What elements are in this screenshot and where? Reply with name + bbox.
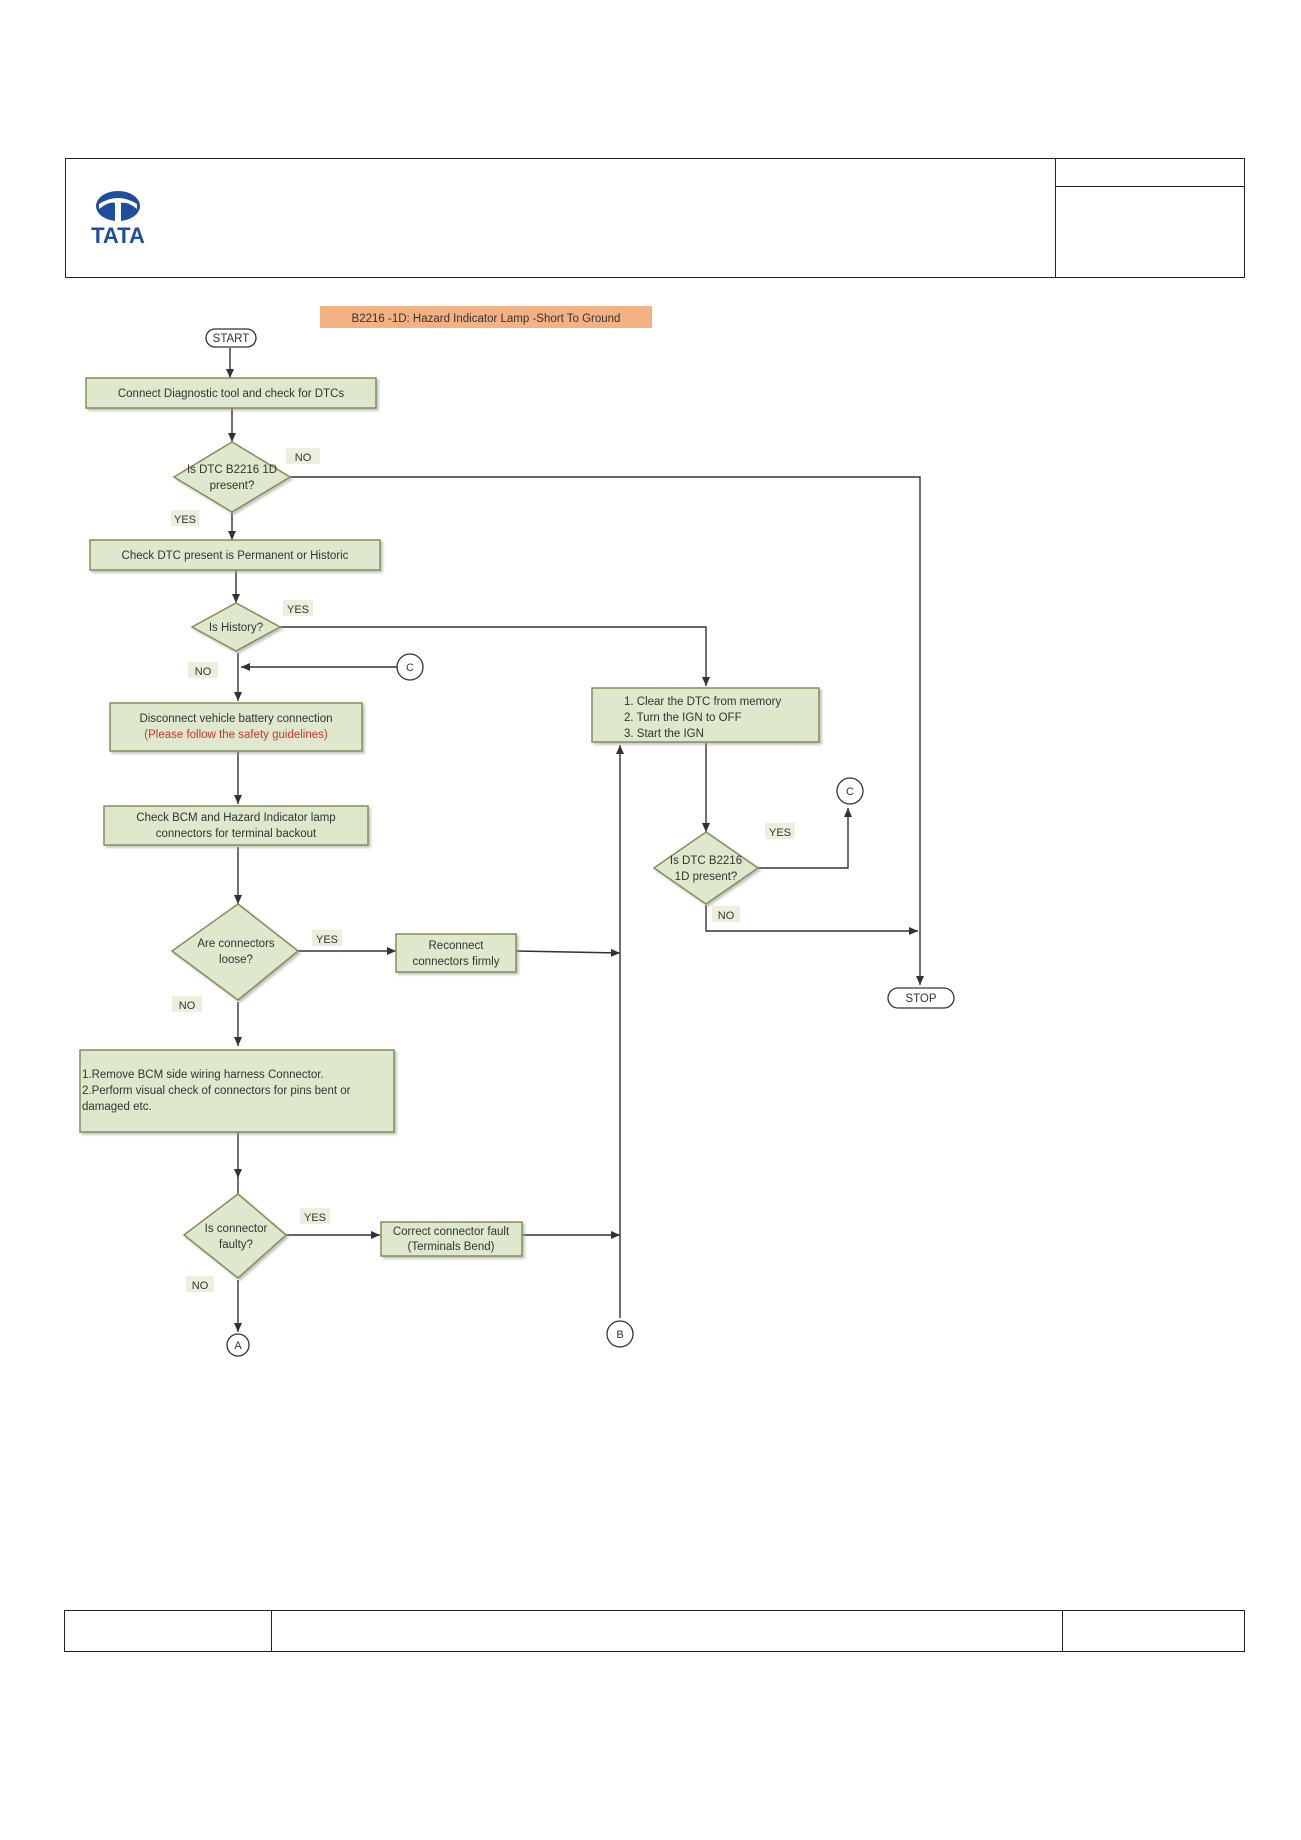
step-clear-line3: 3. Start the IGN [624, 728, 704, 740]
step-check-permanent-text: Check DTC present is Permanent or Histor… [122, 550, 349, 562]
label-yes-dtc: YES [174, 514, 196, 526]
footer-right-cell [1062, 1610, 1245, 1652]
label-no-dtc2: NO [718, 910, 735, 922]
decision-dtc-present-line2: present? [210, 480, 255, 492]
decision-loose-line2: loose? [219, 954, 253, 966]
decision-faulty-line1: Is connector [205, 1223, 268, 1235]
label-no-dtc: NO [295, 452, 312, 464]
step-disconnect-text: Disconnect vehicle battery connection [139, 713, 332, 725]
flowchart-title: B2216 -1D: Hazard Indicator Lamp -Short … [352, 313, 621, 325]
tata-logo-icon: TATA [91, 191, 145, 248]
connector-c-in-label: C [406, 662, 414, 674]
step-reconnect-line1: Reconnect [429, 940, 485, 952]
step-correct-fault: Correct connector fault (Terminals Bend) [380, 1221, 523, 1257]
decision-dtc-present-line1: Is DTC B2216 1D [187, 464, 277, 476]
flowchart-title-box [320, 306, 652, 328]
step-disconnect-warning: (Please follow the safety guidelines) [144, 729, 328, 741]
decision-dtc2-line1: Is DTC B2216 [670, 855, 742, 867]
decision-faulty: Is connector faulty? [182, 1193, 288, 1279]
step-clear-line1: 1. Clear the DTC from memory [624, 696, 781, 708]
step-disconnect-battery: Disconnect vehicle battery connection (P… [109, 702, 363, 752]
stop-label: STOP [905, 993, 936, 1005]
step-connect-text: Connect Diagnostic tool and check for DT… [118, 388, 345, 400]
connector-c-out-label: C [846, 786, 854, 798]
step-remove-line1: 1.Remove BCM side wiring harness Connect… [82, 1069, 324, 1081]
stop-terminal: STOP [887, 987, 955, 1009]
step-remove-harness: 1.Remove BCM side wiring harness Connect… [79, 1049, 395, 1133]
label-yes-history: YES [287, 604, 309, 616]
connector-c-in: C [396, 653, 424, 681]
decision-faulty-line2: faulty? [219, 1239, 253, 1251]
start-label: START [213, 333, 250, 345]
step-reconnect-line2: connectors firmly [413, 956, 500, 968]
step-check-permanent: Check DTC present is Permanent or Histor… [89, 539, 381, 571]
step-clear-dtc: 1. Clear the DTC from memory 2. Turn the… [591, 687, 820, 743]
label-no-loose: NO [179, 1000, 196, 1012]
step-check-bcm-line2: connectors for terminal backout [156, 828, 317, 840]
connector-b-label: B [616, 1329, 623, 1341]
step-remove-line2: 2.Perform visual check of connectors for… [82, 1085, 351, 1097]
decision-dtc-present: Is DTC B2216 1D present? [172, 441, 292, 513]
start-terminal: START [205, 328, 257, 348]
connector-a: A [226, 1333, 250, 1357]
step-clear-line2: 2. Turn the IGN to OFF [624, 712, 742, 724]
step-remove-line3: damaged etc. [82, 1101, 152, 1113]
decision-dtc-present-2: Is DTC B2216 1D present? [652, 831, 760, 905]
branch-labels: NO YES YES NO YES NO YES NO YES NO [171, 448, 795, 1292]
step-correct-line2: (Terminals Bend) [408, 1241, 495, 1253]
step-correct-line1: Correct connector fault [393, 1226, 510, 1238]
label-no-history: NO [195, 666, 212, 678]
decision-history: Is History? [190, 602, 282, 652]
step-reconnect: Reconnect connectors firmly [395, 933, 517, 973]
label-yes-loose: YES [316, 934, 338, 946]
header-logo-cell [65, 158, 166, 278]
logo-text: TATA [91, 223, 145, 248]
flow-lines [226, 348, 924, 1318]
header-ref-divider [1055, 158, 1245, 187]
label-yes-dtc2: YES [769, 827, 791, 839]
label-yes-faulty: YES [304, 1212, 326, 1224]
step-connect-diagnostic: Connect Diagnostic tool and check for DT… [85, 377, 377, 409]
step-check-bcm-line1: Check BCM and Hazard Indicator lamp [136, 812, 335, 824]
step-check-bcm: Check BCM and Hazard Indicator lamp conn… [103, 805, 369, 846]
decision-dtc2-line2: 1D present? [675, 871, 738, 883]
connector-b: B [606, 1320, 634, 1348]
footer-left-cell [64, 1610, 272, 1652]
label-no-faulty: NO [192, 1280, 209, 1292]
decision-history-text: Is History? [209, 622, 263, 634]
connector-a-label: A [234, 1340, 242, 1352]
connector-c-out: C [836, 777, 864, 805]
decision-loose: Are connectors loose? [170, 903, 300, 1001]
decision-loose-line1: Are connectors [197, 938, 275, 950]
